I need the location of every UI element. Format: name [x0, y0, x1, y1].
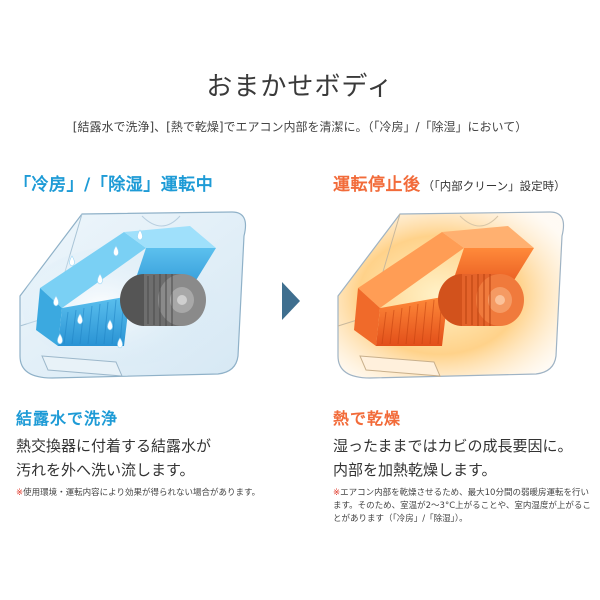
right-heading-main: 運転停止後: [333, 175, 421, 195]
water-drop-icon: [53, 229, 143, 349]
right-footnote-mark: ※: [333, 488, 341, 498]
left-footnote-text: 使用環境・運転内容により効果が得られない場合があります。: [23, 488, 261, 498]
page-title: おまかせボディ: [206, 72, 394, 102]
right-body: 湿ったままではカビの成長要因に。 内部を加熱乾燥します。: [333, 434, 595, 482]
right-footnote-text: エアコン内部を乾燥させるため、最大10分間の弱暖房運転を行います。そのため、室温…: [333, 488, 591, 524]
subtitle: [結露水で洗浄]、[熱で乾燥]でエアコン内部を清潔に。（「冷房」/「除湿」におい…: [72, 120, 528, 134]
left-heading: 「冷房」/「除湿」運転中: [14, 175, 214, 195]
left-footnote: ※使用環境・運転内容により効果が得られない場合があります。: [16, 487, 266, 500]
right-heading-note: （「内部クリーン」設定時）: [422, 179, 566, 193]
left-body: 熱交換器に付着する結露水が 汚れを外へ洗い流します。: [16, 434, 286, 482]
left-body-line2: 汚れを外へ洗い流します。: [16, 461, 195, 479]
right-body-line2: 内部を加熱乾燥します。: [333, 461, 497, 479]
left-caption: 結露水で洗浄: [16, 409, 119, 428]
aircon-hot-illustration: [337, 211, 565, 379]
chevron-right-icon: [282, 282, 300, 320]
aircon-wet-illustration: [19, 211, 247, 379]
left-body-line1: 熱交換器に付着する結露水が: [16, 437, 212, 455]
right-footnote: ※エアコン内部を乾燥させるため、最大10分間の弱暖房運転を行います。そのため、室…: [333, 487, 595, 526]
left-footnote-mark: ※: [16, 488, 24, 498]
right-body-line1: 湿ったままではカビの成長要因に。: [333, 437, 573, 455]
heat-exchanger-fins-hot: [354, 226, 534, 346]
fan-drum-hot: [438, 274, 524, 326]
fan-drum: [120, 274, 206, 326]
right-heading: 運転停止後（「内部クリーン」設定時）: [333, 170, 566, 195]
right-caption: 熱で乾燥: [333, 409, 402, 428]
